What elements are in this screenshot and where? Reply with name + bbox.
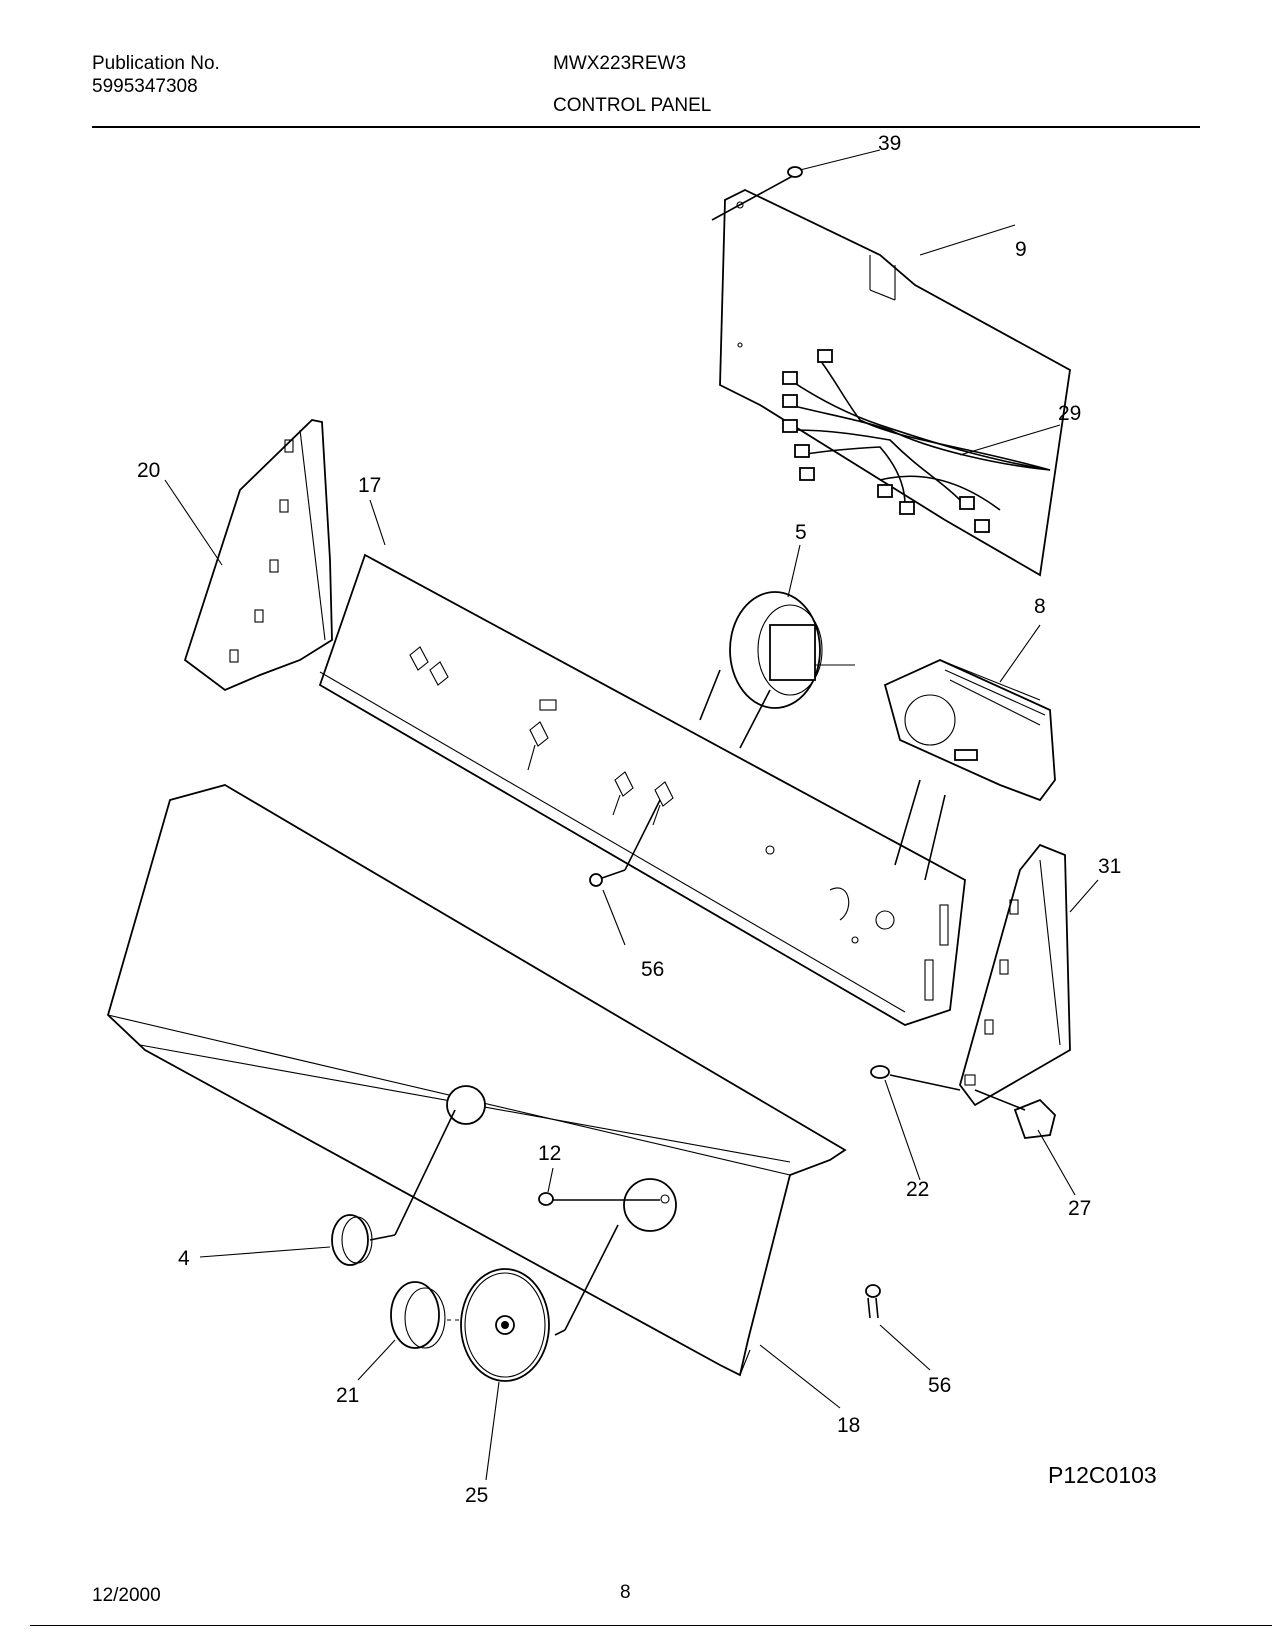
callout-31: 31 — [1098, 855, 1121, 878]
callout-9: 9 — [1015, 238, 1027, 261]
callout-20: 20 — [137, 459, 160, 482]
callout-17: 17 — [358, 474, 381, 497]
publication-label: Publication No. — [92, 53, 220, 74]
callout-5: 5 — [795, 521, 807, 544]
page-number: 8 — [620, 1582, 631, 1603]
publication-number: 5995347308 — [92, 76, 198, 97]
console-part-18 — [106, 784, 847, 1377]
callout-18: 18 — [837, 1414, 860, 1437]
wire-harness-part-29 — [782, 349, 1051, 533]
selector-switch-part-5 — [699, 591, 855, 749]
callout-56-upper: 56 — [641, 958, 664, 981]
callout-39: 39 — [878, 132, 901, 155]
callout-29: 29 — [1058, 402, 1081, 425]
screw-part-39 — [711, 149, 881, 221]
screw-part-12 — [538, 1192, 660, 1206]
footer-rule — [30, 1625, 1272, 1626]
timer-part-8 — [883, 659, 1056, 881]
drawing-code: P12C0103 — [1048, 1462, 1157, 1488]
left-end-cap-part-20 — [183, 419, 333, 692]
screw-part-56-lower — [865, 1284, 881, 1319]
dial-part-25 — [460, 1224, 619, 1382]
leader-lines — [164, 224, 1099, 1481]
callout-21: 21 — [336, 1384, 359, 1407]
screw-part-22 — [870, 1065, 961, 1091]
header-rule — [92, 126, 1200, 128]
knob-part-4 — [331, 1109, 456, 1266]
screw-part-56-upper — [589, 799, 661, 887]
section-title: CONTROL PANEL — [553, 95, 712, 116]
callout-8: 8 — [1034, 595, 1046, 618]
callout-27: 27 — [1068, 1197, 1091, 1220]
callout-12: 12 — [538, 1142, 561, 1165]
rear-panel-part-9 — [719, 188, 1071, 577]
callout-22: 22 — [906, 1178, 929, 1201]
footer-date: 12/2000 — [92, 1585, 161, 1606]
callout-4: 4 — [178, 1247, 190, 1270]
right-end-cap-part-31 — [959, 843, 1071, 1107]
callout-56-lower: 56 — [928, 1374, 951, 1397]
callout-25: 25 — [465, 1484, 488, 1507]
foot-part-27 — [974, 1089, 1056, 1139]
model-number: MWX223REW3 — [553, 53, 687, 74]
